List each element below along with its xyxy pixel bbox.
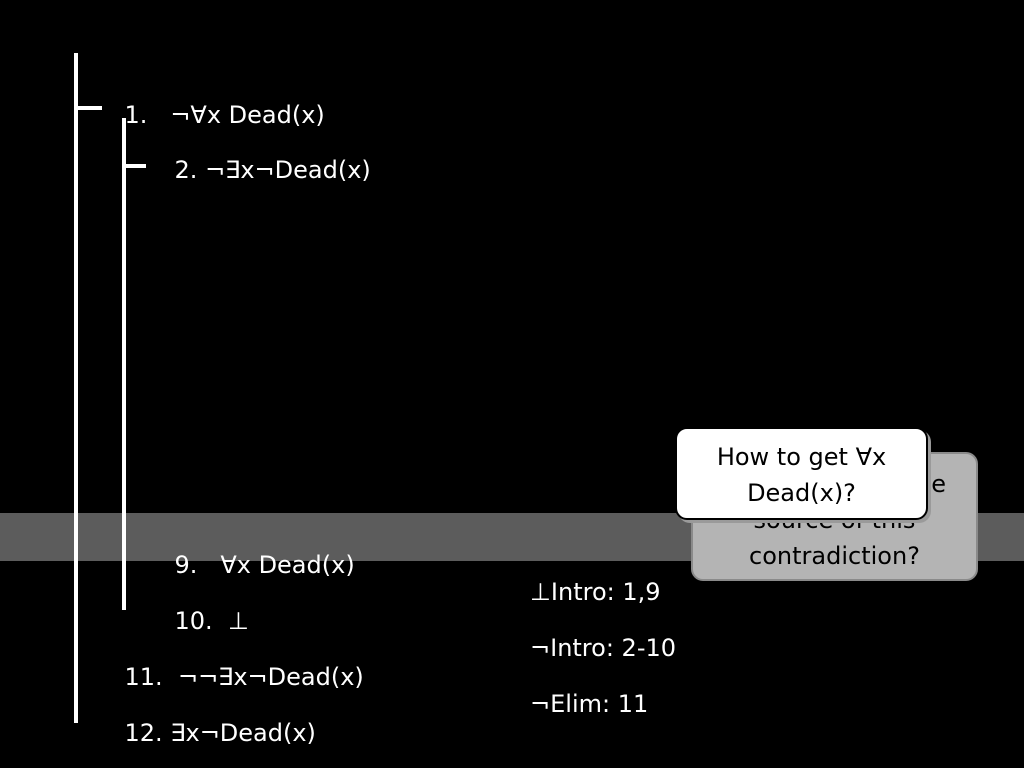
line-number: 10. [174, 607, 213, 635]
proof-line-10: 10. ⊥ [144, 576, 249, 666]
line-number: 12. [124, 719, 163, 747]
line-formula: ¬∀x Dead(x) [170, 101, 325, 129]
line-number: 1. [124, 101, 148, 129]
inner-scope-line [122, 118, 126, 610]
outer-scope-line [74, 53, 78, 723]
proof-line-11: 11. ¬¬∃x¬Dead(x) [94, 632, 364, 722]
justification-line-10: ⊥Intro: 1,9 [530, 578, 661, 606]
justification-line-11: ¬Intro: 2-10 [530, 634, 677, 662]
line-formula: ¬∃x¬Dead(x) [205, 156, 371, 184]
justification-line-12: ¬Elim: 11 [530, 690, 649, 718]
line-formula: ∃x¬Dead(x) [170, 719, 316, 747]
line-formula: ¬¬∃x¬Dead(x) [177, 663, 364, 691]
inner-fitch-bar [122, 164, 146, 168]
callout-front-line-2: Dead(x)? [747, 479, 856, 507]
callout-front-line-1: How to get ∀x [716, 443, 887, 471]
proof-line-9: 9. ∀x Dead(x) [144, 520, 355, 610]
line-formula: ⊥ [227, 607, 249, 635]
proof-line-2: 2. ¬∃x¬Dead(x) [144, 125, 371, 215]
callout-back-line-3: contradiction? [749, 542, 920, 570]
line-formula: ∀x Dead(x) [220, 551, 355, 579]
callout-how-to-get-forall: How to get ∀x Dead(x)? [675, 427, 928, 520]
proof-line-1: 1. ¬∀x Dead(x) [94, 70, 325, 160]
proof-line-12: 12. ∃x¬Dead(x) [94, 688, 316, 768]
outer-fitch-bar [74, 106, 102, 110]
line-number: 2. [174, 156, 198, 184]
line-number: 9. [174, 551, 198, 579]
line-number: 11. [124, 663, 163, 691]
